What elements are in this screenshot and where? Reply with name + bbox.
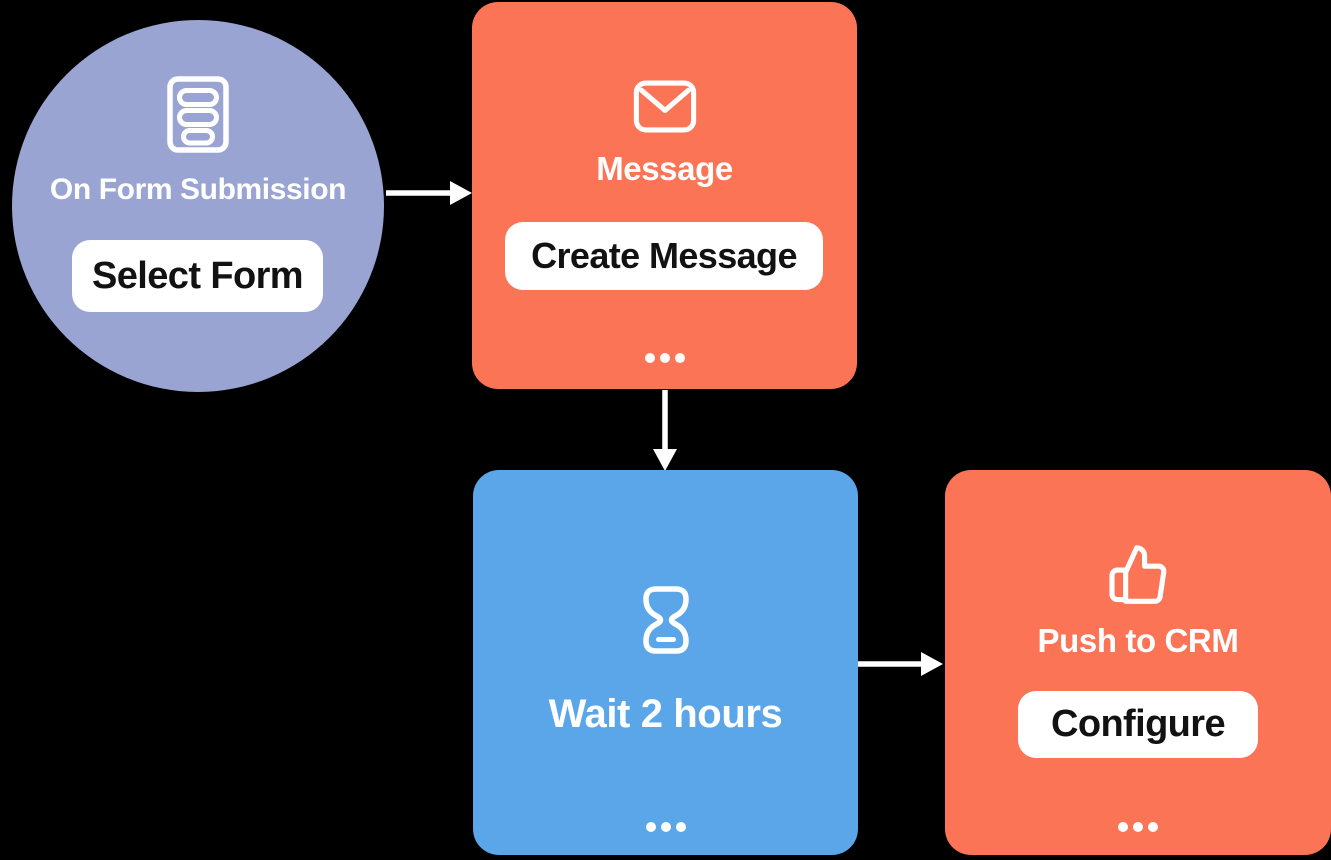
- node-label: Message: [596, 150, 733, 187]
- form-icon: [167, 76, 229, 153]
- configure-button[interactable]: Configure: [1018, 691, 1258, 758]
- envelope-icon: [633, 80, 696, 133]
- arrow-form-to-message: [386, 181, 472, 205]
- ellipsis-menu-icon[interactable]: [641, 349, 689, 367]
- arrow-message-to-wait: [653, 390, 677, 471]
- create-message-button[interactable]: Create Message: [505, 222, 823, 290]
- node-message[interactable]: Message Create Message: [472, 2, 857, 389]
- thumbs-up-icon: [1107, 540, 1170, 606]
- node-label: On Form Submission: [49, 173, 347, 206]
- ellipsis-menu-icon[interactable]: [642, 818, 690, 836]
- node-wait[interactable]: Wait 2 hours: [473, 470, 858, 855]
- node-label: Wait 2 hours: [548, 692, 783, 736]
- ellipsis-menu-icon[interactable]: [1114, 818, 1162, 836]
- select-form-button[interactable]: Select Form: [72, 240, 323, 312]
- node-push-to-crm[interactable]: Push to CRM Configure: [945, 470, 1331, 855]
- arrow-wait-to-crm: [858, 652, 943, 676]
- node-label: Push to CRM: [1037, 622, 1239, 659]
- node-form-trigger[interactable]: On Form Submission Select Form: [12, 20, 384, 392]
- hourglass-icon: [642, 586, 689, 654]
